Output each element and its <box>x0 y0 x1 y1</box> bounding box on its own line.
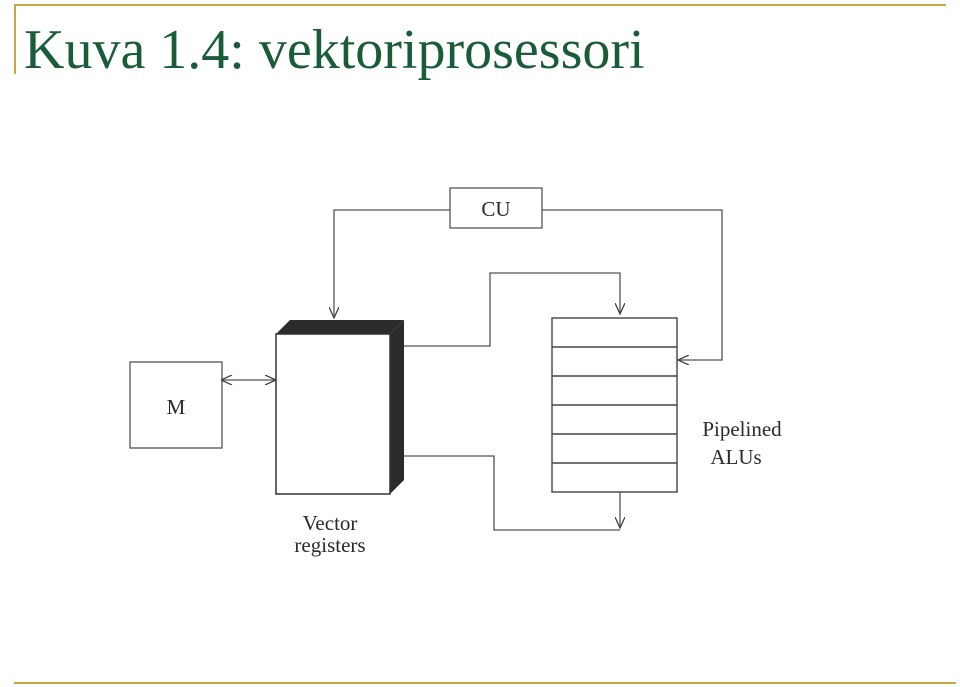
vector-registers-block <box>275 320 404 495</box>
bottom-rule <box>14 682 956 684</box>
vector-registers-label-line1: Vector <box>303 511 358 535</box>
top-rule <box>14 4 946 6</box>
memory-label: M <box>167 395 186 419</box>
pipelined-alus-stack <box>551 317 678 493</box>
memory-box: M <box>129 361 223 449</box>
left-accent-rule <box>14 4 16 74</box>
control-unit-box: CU <box>449 187 543 229</box>
pipelined-alus-label-line2: ALUs <box>710 445 761 469</box>
pipelined-alus-label-line1: Pipelined <box>702 417 782 441</box>
cu-to-alus-line <box>542 209 723 360</box>
alus-output-line <box>404 455 620 531</box>
slide-title: Kuva 1.4: vektoriprosessori <box>24 19 645 81</box>
registers-to-alus-line <box>404 272 620 347</box>
vector-registers-label-line2: registers <box>294 533 365 557</box>
cu-to-registers-line <box>334 209 450 318</box>
control-unit-label: CU <box>481 197 510 221</box>
